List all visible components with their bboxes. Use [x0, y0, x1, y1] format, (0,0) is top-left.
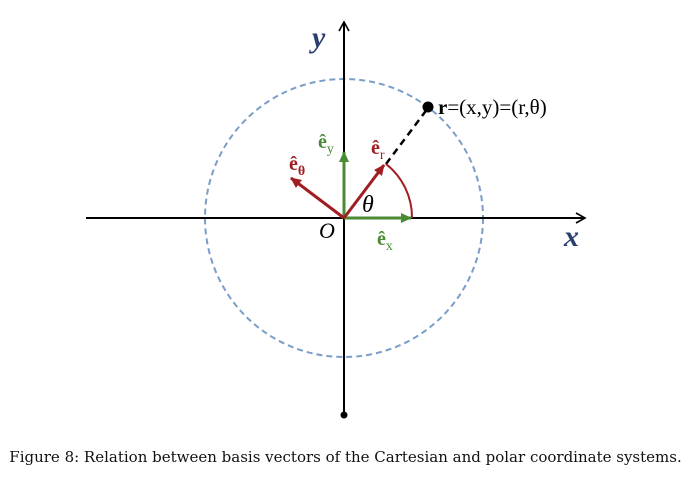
e-x-hat: ê: [377, 228, 386, 250]
e-theta-subscript: θ: [298, 164, 305, 179]
e-r-hat: ê: [371, 137, 380, 159]
radial-dashed-line: [385, 107, 429, 165]
e-theta-label: êθ: [289, 153, 305, 179]
y-axis-bottom-dot: [340, 411, 348, 419]
e-y-subscript: y: [327, 142, 334, 157]
point-label-bold: r: [438, 95, 447, 119]
e-theta-hat: ê: [289, 153, 298, 175]
e-x-subscript: x: [386, 239, 393, 254]
e-y-label: êy: [318, 131, 334, 157]
point-r: [422, 101, 434, 113]
y-axis-label: y: [309, 21, 326, 54]
point-label: r=(x,y)=(r,θ): [438, 95, 547, 119]
e-y-hat: ê: [318, 131, 327, 153]
e-r-label: êr: [371, 137, 385, 163]
figure-caption: Figure 8: Relation between basis vectors…: [9, 448, 682, 466]
point-label-rest: =(x,y)=(r,θ): [447, 95, 546, 119]
e-x-label: êx: [377, 228, 393, 254]
e-r-vector: [342, 164, 386, 219]
theta-arc: [385, 163, 414, 219]
e-r-subscript: r: [380, 148, 385, 163]
x-axis-label: x: [563, 220, 579, 253]
theta-label: θ: [362, 192, 374, 218]
e-theta-vector: [290, 176, 345, 220]
origin-label: O: [319, 218, 335, 243]
